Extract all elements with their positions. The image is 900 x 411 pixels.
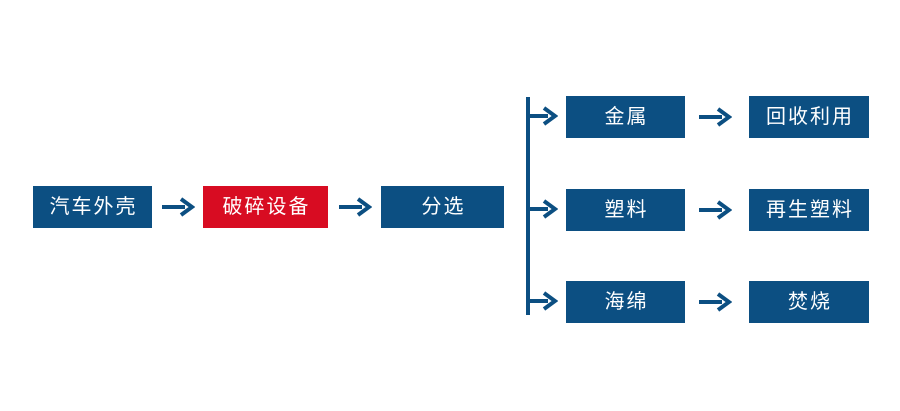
arrow-shell-to-crusher — [161, 195, 195, 219]
node-incineration[interactable]: 焚烧 — [749, 281, 869, 323]
branch-bus-line — [526, 97, 530, 315]
branch-arrow-metal — [528, 104, 558, 128]
node-sponge[interactable]: 海绵 — [566, 281, 685, 323]
node-metal[interactable]: 金属 — [566, 96, 685, 138]
node-plastic[interactable]: 塑料 — [566, 189, 685, 231]
node-recycle[interactable]: 回收利用 — [749, 96, 869, 138]
branch-arrow-sponge — [528, 289, 558, 313]
node-car-shell[interactable]: 汽车外壳 — [33, 186, 152, 228]
arrow-plastic-to-regenerated — [698, 198, 732, 222]
arrow-crusher-to-sorting — [338, 195, 372, 219]
arrow-sponge-to-incineration — [698, 290, 732, 314]
node-sorting[interactable]: 分选 — [381, 186, 504, 228]
arrow-metal-to-recycle — [698, 105, 732, 129]
node-crusher[interactable]: 破碎设备 — [203, 186, 328, 228]
branch-arrow-plastic — [528, 197, 558, 221]
node-regenerated-plastic[interactable]: 再生塑料 — [749, 189, 869, 231]
